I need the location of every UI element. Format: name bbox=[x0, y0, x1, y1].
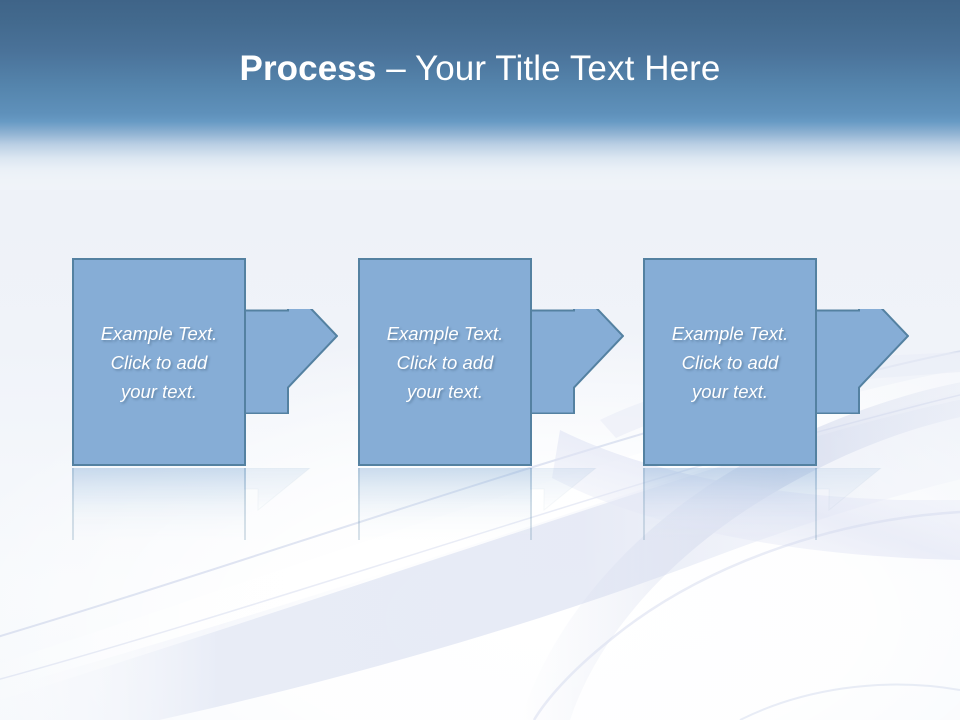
step-1-box[interactable]: Example Text. Click to add your text. bbox=[72, 258, 246, 466]
step-1-arrow-reflection bbox=[244, 468, 311, 512]
slide-title-separator: – bbox=[376, 49, 415, 88]
step-2-reflection bbox=[358, 468, 532, 540]
step-3-arrow-reflection bbox=[815, 468, 882, 512]
step-3-arrow-right-icon[interactable] bbox=[815, 309, 909, 414]
step-2-arrow-right-icon[interactable] bbox=[530, 309, 624, 414]
step-3-line-1: Example Text. bbox=[671, 322, 789, 344]
step-3-box[interactable]: Example Text. Click to add your text. bbox=[643, 258, 817, 466]
step-1-line-3: your text. bbox=[120, 380, 198, 402]
step-2-text: Example Text. Click to add your text. bbox=[365, 319, 525, 406]
step-3-line-2: Click to add bbox=[681, 351, 779, 373]
step-1-arrow-right-icon[interactable] bbox=[244, 309, 338, 414]
slide-title-rest: Your Title Text Here bbox=[415, 49, 721, 88]
step-2-line-3: your text. bbox=[406, 380, 484, 402]
step-1-line-2: Click to add bbox=[110, 351, 208, 373]
step-2-arrow-reflection bbox=[530, 468, 597, 512]
step-1-text: Example Text. Click to add your text. bbox=[79, 319, 239, 406]
slide-title-strong: Process bbox=[239, 49, 377, 88]
slide-header-band bbox=[0, 0, 960, 190]
step-2-box[interactable]: Example Text. Click to add your text. bbox=[358, 258, 532, 466]
step-3-text: Example Text. Click to add your text. bbox=[650, 319, 810, 406]
step-3-line-3: your text. bbox=[691, 380, 769, 402]
step-2-line-2: Click to add bbox=[396, 351, 494, 373]
step-3-reflection bbox=[643, 468, 817, 540]
step-2-line-1: Example Text. bbox=[386, 322, 504, 344]
slide-title: Process – Your Title Text Here bbox=[0, 48, 960, 90]
step-1-line-1: Example Text. bbox=[100, 322, 218, 344]
step-1-reflection bbox=[72, 468, 246, 540]
